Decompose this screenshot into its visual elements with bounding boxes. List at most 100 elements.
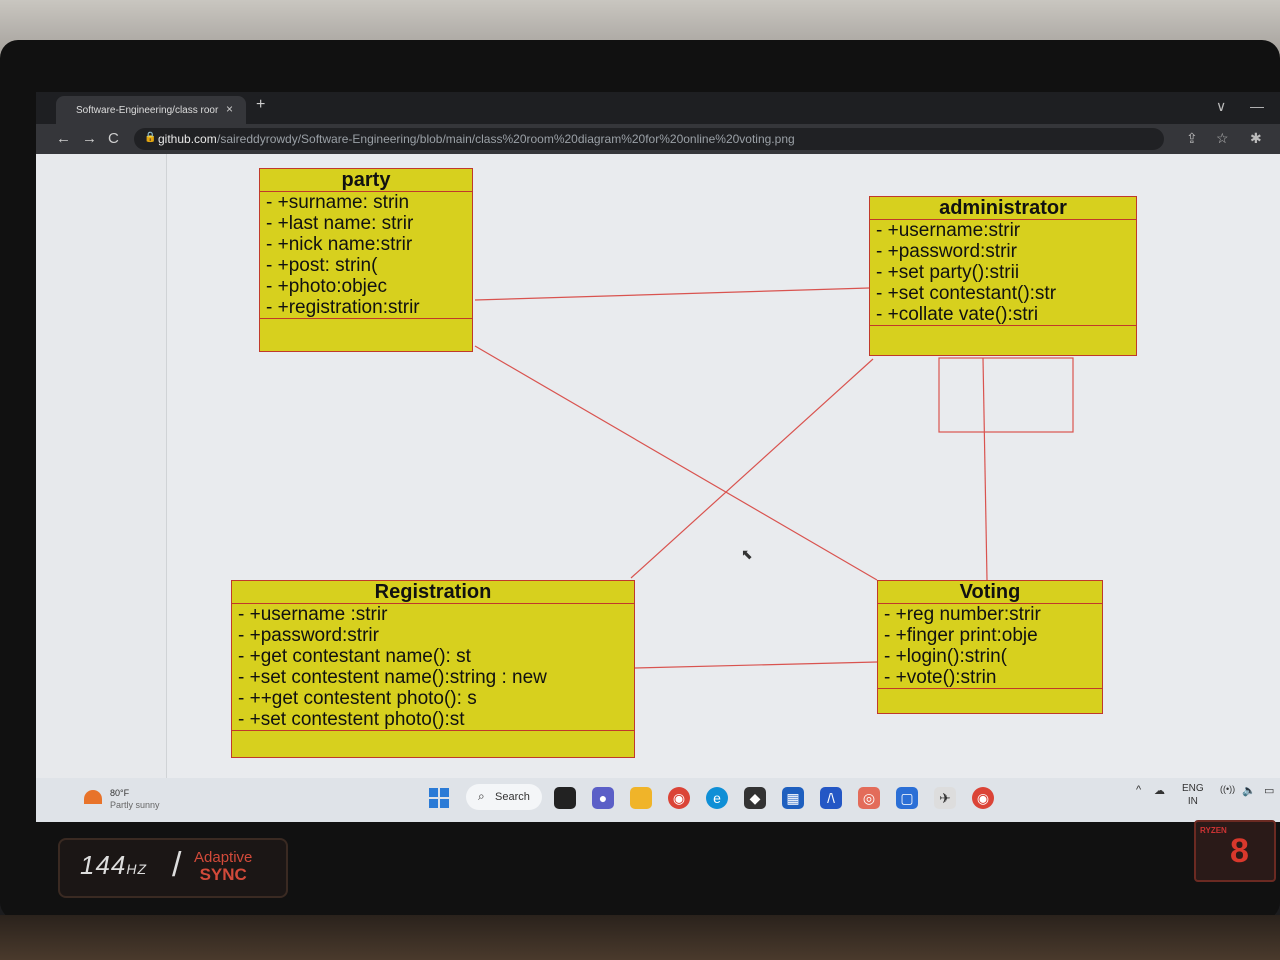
- chrome-icon[interactable]: ◉: [668, 787, 690, 809]
- adaptive-text: Adaptive: [194, 849, 253, 866]
- ryzen-sticker: RYZEN 8: [1194, 820, 1276, 882]
- app-cube-icon[interactable]: ◆: [744, 787, 766, 809]
- attribute: - +finger print:obje: [884, 625, 1038, 646]
- wifi-icon[interactable]: ((•)): [1220, 784, 1236, 794]
- back-icon[interactable]: ←: [56, 130, 71, 147]
- attribute-list: - +reg number:strir - +finger print:obje…: [878, 604, 1102, 689]
- teams-chat-icon[interactable]: ●: [592, 787, 614, 809]
- app-m-icon[interactable]: /\: [820, 787, 842, 809]
- store-icon[interactable]: ▦: [782, 787, 804, 809]
- weather-condition: Partly sunny: [110, 800, 160, 810]
- search-icon: ⌕: [478, 789, 485, 803]
- share-icon[interactable]: ⇪: [1186, 130, 1198, 146]
- browser-tab-bar: Software-Engineering/class roor × + ∨ —: [36, 92, 1280, 124]
- attribute: - ++get contestent photo(): s: [238, 688, 477, 709]
- url-host: github.com: [158, 132, 217, 146]
- tab-search-icon[interactable]: ∨: [1216, 98, 1227, 114]
- connector-administrator-voting: [982, 357, 988, 581]
- extensions-icon[interactable]: ✱: [1250, 130, 1262, 146]
- weather-sun-icon: [84, 790, 102, 804]
- attribute: - +vote():strin: [884, 667, 997, 688]
- attribute: - +collate vate():stri: [876, 304, 1039, 325]
- attribute: - +photo:objec: [266, 276, 387, 297]
- chrome-active-icon[interactable]: ◉: [972, 787, 994, 809]
- sticker-divider: /: [172, 846, 182, 884]
- class-voting[interactable]: Voting - +reg number:strir - +finger pri…: [877, 580, 1103, 714]
- windows-taskbar: 80°F Partly sunny ⌕ Search ● ◉ e ◆ ▦ /\ …: [36, 778, 1280, 822]
- class-name: Registration: [232, 581, 634, 604]
- app-red-icon[interactable]: ◎: [858, 787, 880, 809]
- app-runner-icon[interactable]: ✈: [934, 787, 956, 809]
- attribute: - +reg number:strir: [884, 604, 1041, 625]
- class-name: Voting: [878, 581, 1102, 604]
- tab-title: Software-Engineering/class roor: [76, 105, 219, 116]
- address-bar[interactable]: 🔒 github.com /saireddyrowdy/Software-Eng…: [134, 128, 1164, 150]
- search-label: Search: [495, 791, 530, 803]
- connector-administrator-registration: [630, 358, 874, 579]
- cpu-brand: RYZEN: [1200, 826, 1227, 835]
- class-administrator[interactable]: administrator - +username:strir - +passw…: [869, 196, 1137, 356]
- attribute: - +password:strir: [876, 241, 1017, 262]
- attribute: - +surname: strin: [266, 192, 410, 213]
- refresh-rate-value: 144: [80, 850, 127, 880]
- edge-icon[interactable]: e: [706, 787, 728, 809]
- administrator-self-association: [938, 357, 1074, 433]
- file-explorer-icon[interactable]: [630, 787, 652, 809]
- class-name: administrator: [870, 197, 1136, 220]
- attribute: - +username:strir: [876, 220, 1021, 241]
- onedrive-icon[interactable]: ☁: [1154, 785, 1165, 797]
- attribute-list: - +username :strir - +password:strir - +…: [232, 604, 634, 731]
- class-name: party: [260, 169, 472, 192]
- sync-text: SYNC: [199, 865, 247, 884]
- attribute: - +password:strir: [238, 625, 379, 646]
- language-indicator[interactable]: ENG IN: [1182, 782, 1204, 808]
- battery-icon[interactable]: ▭: [1264, 785, 1275, 797]
- attribute: - +get contestant name(): st: [238, 646, 471, 667]
- browser-toolbar: ← → C 🔒 github.com /saireddyrowdy/Softwa…: [36, 124, 1280, 154]
- class-registration[interactable]: Registration - +username :strir - +passw…: [231, 580, 635, 758]
- attribute: - +post: strin(: [266, 255, 378, 276]
- attribute: - +last name: strir: [266, 213, 414, 234]
- image-viewer: party - +surname: strin - +last name: st…: [166, 154, 1280, 778]
- browser-tab[interactable]: Software-Engineering/class roor ×: [56, 96, 246, 124]
- minimize-icon[interactable]: —: [1250, 98, 1264, 114]
- attribute: - +set party():strii: [876, 262, 1020, 283]
- connector-registration-voting: [634, 661, 878, 669]
- adaptive-sync-label: Adaptive SYNC: [194, 849, 252, 883]
- refresh-rate-unit: HZ: [126, 861, 148, 877]
- bookmark-star-icon[interactable]: ☆: [1216, 130, 1229, 146]
- url-path: /saireddyrowdy/Software-Engineering/blob…: [217, 132, 795, 146]
- cpu-tier: 8: [1230, 832, 1249, 870]
- start-button[interactable]: [429, 788, 449, 808]
- attribute: - +set contestent photo():st: [238, 709, 465, 730]
- tray-overflow-icon[interactable]: ^: [1136, 784, 1142, 796]
- attribute-list: - +username:strir - +password:strir - +s…: [870, 220, 1136, 326]
- language-code: ENG: [1182, 783, 1204, 794]
- mouse-pointer-icon: ⬉: [741, 546, 753, 562]
- attribute: - +nick name:strir: [266, 234, 413, 255]
- attribute-list: - +surname: strin - +last name: strir - …: [260, 192, 472, 319]
- class-party[interactable]: party - +surname: strin - +last name: st…: [259, 168, 473, 352]
- attribute: - +registration:strir: [266, 297, 420, 318]
- attribute: - +username :strir: [238, 604, 388, 625]
- class-diagram-connectors: [474, 287, 1074, 669]
- taskbar-search[interactable]: ⌕ Search: [466, 784, 542, 810]
- app-window-icon[interactable]: ▢: [896, 787, 918, 809]
- forward-icon[interactable]: →: [82, 130, 97, 147]
- attribute: - +set contestent name():string : new: [238, 667, 547, 688]
- reload-icon[interactable]: C: [108, 130, 119, 147]
- attribute: - +login():strin(: [884, 646, 1007, 667]
- tab-close-icon[interactable]: ×: [226, 102, 234, 116]
- monitor-screen: Software-Engineering/class roor × + ∨ — …: [36, 92, 1280, 822]
- connector-party-voting: [474, 345, 878, 581]
- attribute: - +set contestant():str: [876, 283, 1057, 304]
- refresh-rate-sticker: 144HZ / Adaptive SYNC: [58, 838, 288, 898]
- region-code: IN: [1187, 796, 1198, 807]
- weather-temperature: 80°F: [110, 788, 130, 798]
- volume-icon[interactable]: 🔈: [1242, 785, 1256, 797]
- desk-surface: [0, 915, 1280, 960]
- page-content: party - +surname: strin - +last name: st…: [36, 154, 1280, 778]
- lock-icon: 🔒: [144, 132, 157, 143]
- new-tab-icon[interactable]: +: [256, 96, 266, 113]
- task-view-icon[interactable]: [554, 787, 576, 809]
